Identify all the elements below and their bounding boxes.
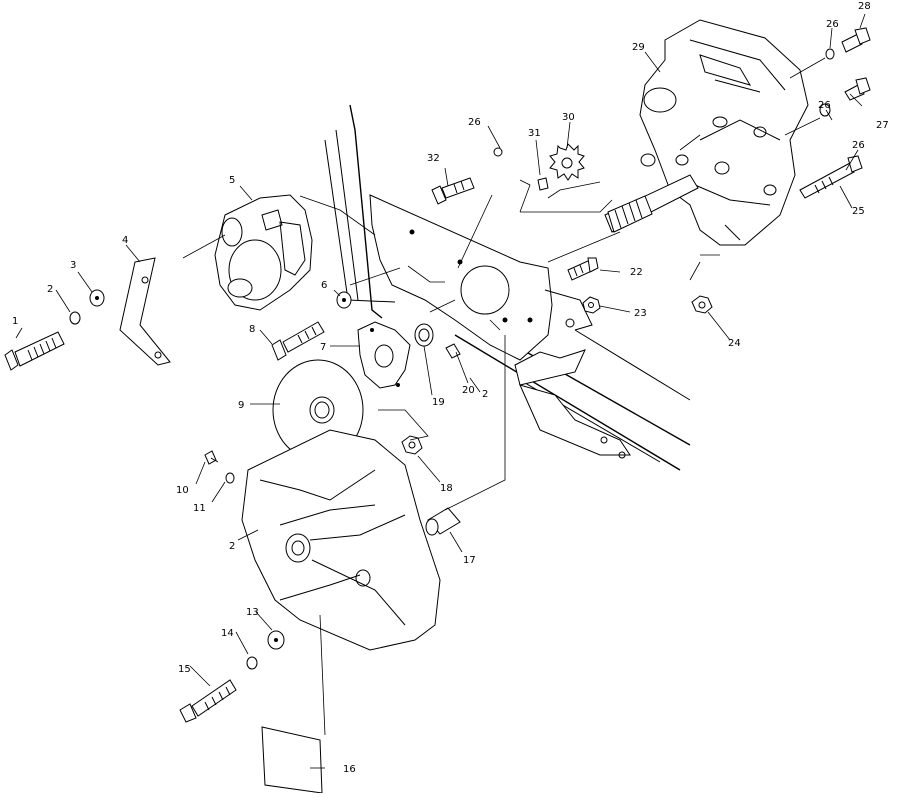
bolt-28: [825, 27, 871, 60]
bolt-1: [4, 289, 105, 371]
callout-19: 19: [432, 397, 445, 408]
bolt-22: [567, 257, 599, 281]
callout-26-middle: 26: [818, 100, 831, 111]
sprocket: [537, 143, 585, 191]
callout-23: 23: [634, 308, 647, 319]
lower-bracket: [514, 349, 631, 459]
callout-10: 10: [176, 485, 189, 496]
chain-guard: [241, 429, 441, 651]
mounting-bracket: [119, 257, 171, 366]
mounting-plate: [369, 194, 593, 361]
leader-lines: [15, 13, 866, 769]
callout-5: 5: [229, 175, 235, 186]
callout-22: 22: [630, 267, 643, 278]
callout-9: 9: [238, 400, 244, 411]
callout-1: 1: [12, 316, 18, 327]
callout-16: 16: [343, 764, 356, 775]
bearing: [445, 343, 461, 359]
callout-7: 7: [320, 342, 326, 353]
screw-10: [204, 450, 235, 484]
seal: [414, 323, 434, 347]
callout-2-cover: 2: [229, 541, 235, 552]
callout-24: 24: [728, 338, 741, 349]
nut-24: [691, 295, 713, 314]
callout-30: 30: [562, 112, 575, 123]
gearcase: [639, 19, 809, 246]
decal: [261, 726, 323, 794]
callout-31: 31: [528, 128, 541, 139]
callout-labels: 1 2 3 4 5 6 7 8 9 10 11 2 13 14 15 16 17…: [12, 1, 889, 775]
bearing-housing: [214, 194, 313, 311]
bolt-15: [179, 630, 285, 723]
callout-2-bearing: 2: [482, 389, 488, 400]
callout-20: 20: [462, 385, 475, 396]
bolt-25: [799, 155, 863, 199]
callout-27: 27: [876, 120, 889, 131]
callout-26-bolt32: 26: [468, 117, 481, 128]
bolt-8: [271, 291, 352, 361]
callout-25: 25: [852, 206, 865, 217]
callout-2: 2: [47, 284, 53, 295]
callout-6: 6: [321, 280, 327, 291]
callout-11: 11: [193, 503, 206, 514]
callout-3: 3: [70, 260, 76, 271]
callout-15: 15: [178, 664, 191, 675]
callout-26-right: 26: [852, 140, 865, 151]
callout-32: 32: [427, 153, 440, 164]
spline-shaft: [604, 153, 699, 233]
callout-29: 29: [632, 42, 645, 53]
callout-4: 4: [122, 235, 128, 246]
spacer: [425, 507, 461, 536]
tensioner-plate: [357, 321, 411, 389]
callout-28: 28: [858, 1, 871, 12]
callout-8: 8: [249, 324, 255, 335]
nut-18: [401, 435, 423, 455]
nut-23: [582, 296, 601, 314]
callout-18: 18: [440, 483, 453, 494]
callout-14: 14: [221, 628, 234, 639]
callout-13: 13: [246, 607, 259, 618]
bolt-32: [431, 147, 503, 205]
callout-26-upper: 26: [826, 19, 839, 30]
callout-17: 17: [463, 555, 476, 566]
